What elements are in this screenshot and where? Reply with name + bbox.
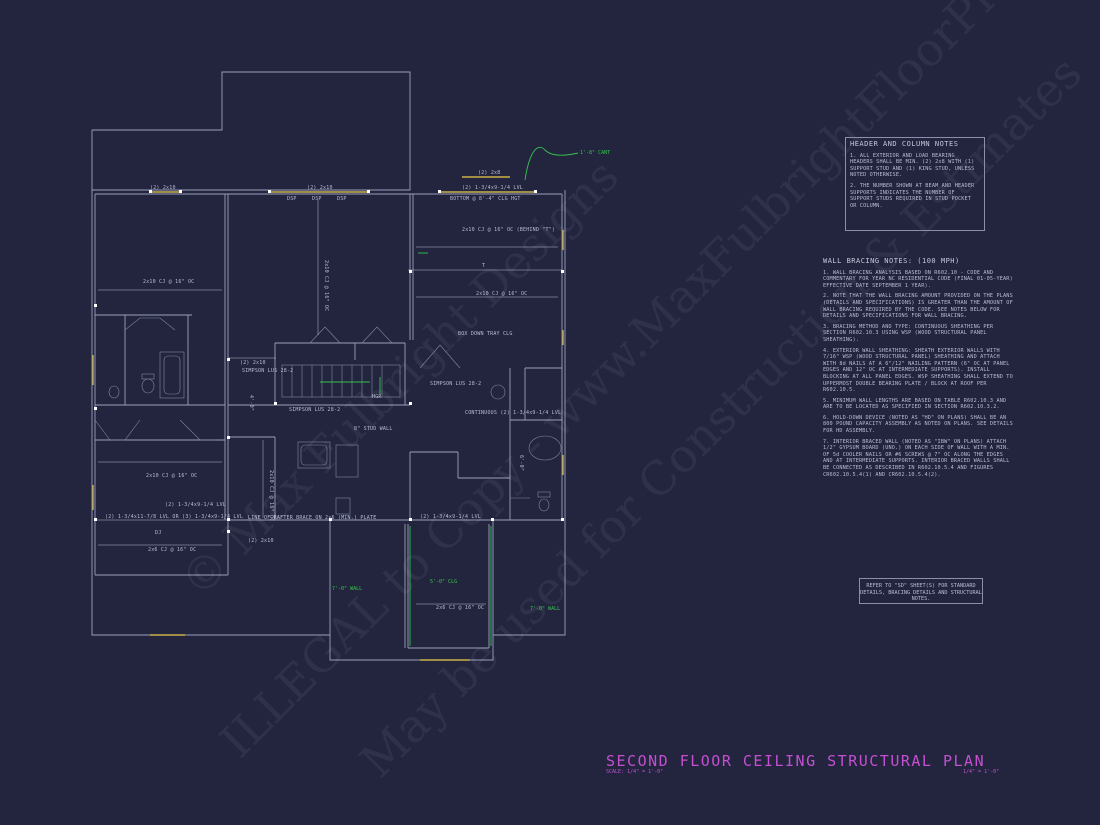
label-clg-5ft: 5'-0" CLG [430,579,457,585]
label-simpson-3: SIMPSON LUS 28-2 [430,381,481,387]
label-cj-bath: 2x10 CJ @ 16" OC [268,470,274,521]
header-note-2: 2. THE NUMBER SHOWN AT BEAM AND HEADER S… [850,182,975,209]
header-marks [92,176,564,661]
label-hdr-lvl-top: (2) 1-3/4x9-1/4 LVL [462,185,523,191]
stair [281,364,401,398]
label-hdr-2x10-b: (2) 2x10 [307,185,333,191]
header-column-notes: HEADER AND COLUMN NOTES 1. ALL EXTERIOR … [845,137,985,231]
label-hdr-2x10-low: (2) 2x10 [248,538,274,544]
label-hdr-2x10-stair: (2) 2x10 [240,360,266,366]
bracing-note-7: 7. INTERIOR BRACED WALL (NOTED AS "IBW" … [823,438,1010,478]
bracing-note-3: 3. BRACING METHOD AND TYPE: CONTINUOUS S… [823,323,994,343]
label-dsp-1: DSP [287,196,297,202]
label-cj-right: 2x10 CJ @ 16" OC [476,291,527,297]
bracing-note-5: 5. MINIMUM WALL LENGTHS ARE BASED ON TAB… [823,397,1007,411]
label-cj-bottom-left: 2x6 CJ @ 16" OC [148,547,196,553]
label-cj-center-v: 2x10 CJ @ 16" OC [323,260,329,311]
label-rafter-line: LINE OF RAFTER BRACE ON 2x6 (MIN.) PLATE [248,515,376,521]
label-hgr: HGR [372,394,382,400]
label-lvl-left-1: (2) 1-3/4x9-1/4 LVL [165,502,226,508]
label-simpson-1: SIMPSON LUS 28-2 [242,368,293,374]
label-dsp-2: DSP [312,196,322,202]
label-dj: DJ [155,530,161,536]
label-cant: 1'-8" CANT [580,150,610,156]
label-continuous: CONTINUOUS (2) 1-3/4x9-1/4 LVL [465,410,561,416]
label-wall-7ft-right: 7'-0" WALL [530,606,560,612]
building-outline [91,71,566,661]
label-cj-bottom-mid: 2x6 CJ @ 16" OC [436,605,484,611]
label-lvl-mid: (2) 1-3/4x9-1/4 LVL [420,514,481,520]
bracing-note-2: 2. NOTE THAT THE WALL BRACING AMOUNT PRO… [823,293,1013,320]
label-dim-6: 6'-0" [518,455,524,471]
bracing-note-1: 1. WALL BRACING ANALYSIS BASED ON R602.1… [823,269,1013,289]
plan-scale-left: SCALE: 1/4" = 1'-0" [606,769,664,775]
wall-bracing-notes: WALL BRACING NOTES: (100 MPH) 1. WALL BR… [823,258,1013,482]
header-note-1: 1. ALL EXTERIOR AND LOAD BEARING HEADERS… [850,152,975,179]
bracing-note-4: 4. EXTERIOR WALL SHEATHING: SHEATH EXTER… [823,347,1013,394]
label-dim-4: 4'-0" [248,395,254,411]
label-stud-wall: 8" STUD WALL [354,426,393,432]
label-simpson-2: SIMPSON LUS 28-2 [289,407,340,413]
header-notes-title: HEADER AND COLUMN NOTES [850,140,959,148]
label-t: T [482,263,485,269]
bracing-note-6: 6. HOLD-DOWN DEVICE (NOTED AS "HD" ON PL… [823,414,1013,435]
support-posts [94,190,564,533]
label-dsp-3: DSP [337,196,347,202]
label-bottom-clg: BOTTOM @ 8'-4" CLG HGT [450,196,521,202]
label-cj-behind: 2x10 CJ @ 16" OC (BEHIND "T") [462,227,555,233]
interior-walls [94,194,562,520]
span-lines [95,200,562,605]
label-cj-mid-left: 2x10 CJ @ 16" OC [146,473,197,479]
plan-title: SECOND FLOOR CEILING STRUCTURAL PLAN [606,752,986,770]
plan-labels: (2) 2x10 (2) 2x10 (2) 2x8 (2) 1-3/4x9-1/… [105,150,610,612]
refer-sd-note: REFER TO "SD" SHEET(S) FOR STANDARD DETA… [859,578,983,604]
label-hdr-2x10-a: (2) 2x10 [150,185,176,191]
label-wall-7ft-left: 7'-0" WALL [332,586,362,592]
bracing-notes-title: WALL BRACING NOTES: (100 MPH) [823,257,960,265]
green-accents [379,147,579,646]
label-cj-left: 2x10 CJ @ 16" OC [143,279,194,285]
label-lvl-left-2: (2) 1-3/4x11-7/8 LVL OR (3) 1-3/4x9-1/4 … [105,514,243,520]
label-tray: BOX DOWN TRAY CLG [458,331,513,337]
label-hdr-2x8: (2) 2x8 [478,170,500,176]
plan-scale-right: 1/4" = 1'-0" [963,769,1000,775]
